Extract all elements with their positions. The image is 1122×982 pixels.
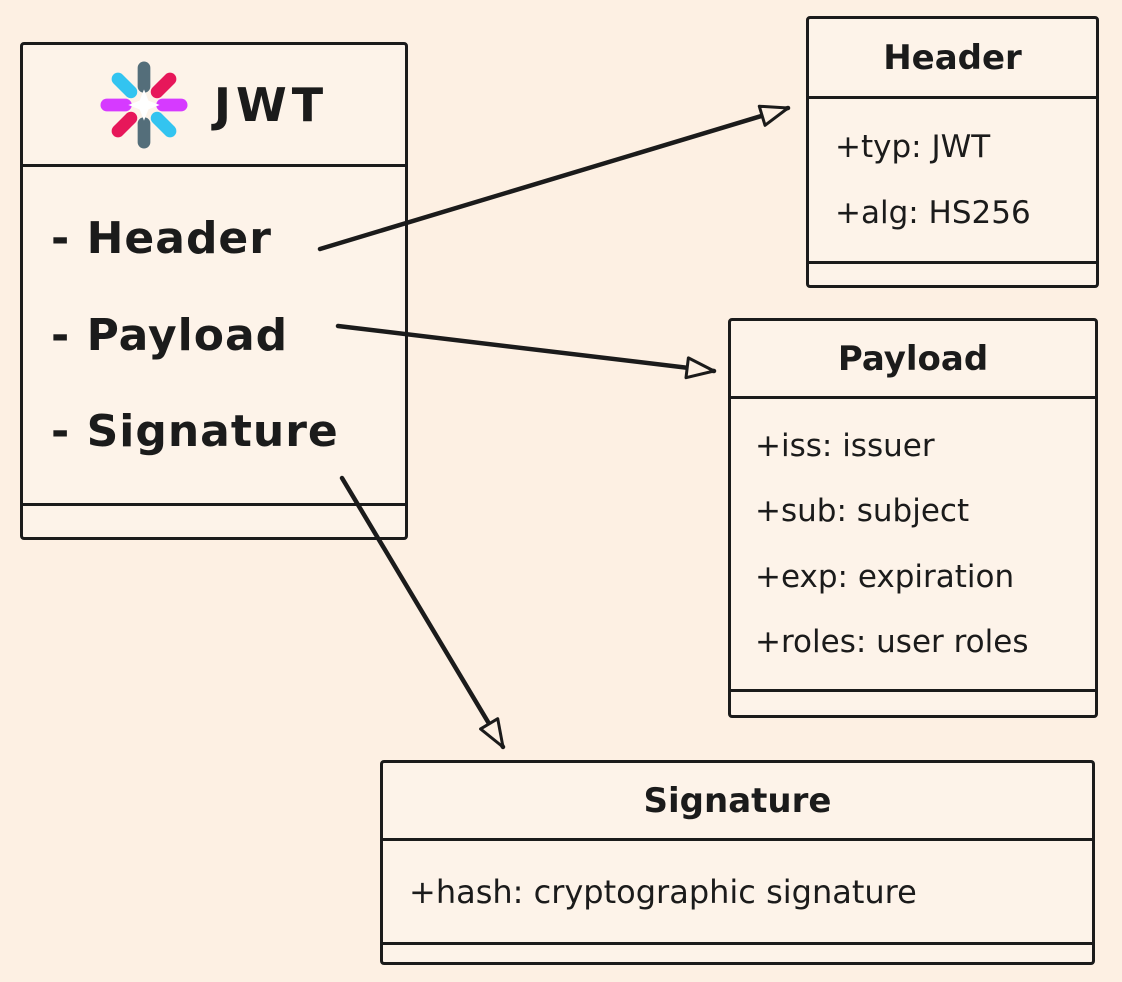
header-class-box: Header +typ: JWT +alg: HS256 [806,16,1099,288]
payload-title-label: Payload [837,338,989,379]
jwt-class-box: JWT - Header - Payload - Signature [20,42,408,540]
payload-field-iss: +iss: issuer [755,428,935,465]
signature-title-label: Signature [643,780,832,821]
jwt-box-title: JWT [23,45,405,167]
jwt-logo-star [128,88,160,121]
signature-box-body: +hash: cryptographic signature [383,841,1092,942]
jwt-item-signature: - Signature [51,406,339,458]
header-field-typ: +typ: JWT [835,129,991,165]
jwt-logo-icon [100,60,188,149]
jwt-item-payload: - Payload [51,309,289,361]
signature-box-footer [383,942,1092,962]
header-box-footer [809,261,1096,285]
jwt-box-footer [23,503,405,537]
header-field-alg: +alg: HS256 [835,195,1031,231]
signature-class-box: Signature +hash: cryptographic signature [380,760,1095,965]
payload-class-box: Payload +iss: issuer +sub: subject +exp:… [728,318,1098,718]
signature-box-title: Signature [383,763,1092,841]
jwt-box-body: - Header - Payload - Signature [23,167,405,503]
header-box-title: Header [809,19,1096,99]
header-title-label: Header [883,37,1022,78]
payload-box-body: +iss: issuer +sub: subject +exp: expirat… [731,399,1095,689]
payload-box-title: Payload [731,321,1095,399]
payload-field-sub: +sub: subject [755,493,970,530]
jwt-item-header: - Header [51,212,272,264]
payload-box-footer [731,689,1095,715]
payload-field-roles: +roles: user roles [755,623,1029,660]
payload-field-exp: +exp: expiration [755,558,1015,595]
signature-field-hash: +hash: cryptographic signature [409,872,917,911]
header-box-body: +typ: JWT +alg: HS256 [809,99,1096,261]
jwt-title-label: JWT [213,77,329,132]
